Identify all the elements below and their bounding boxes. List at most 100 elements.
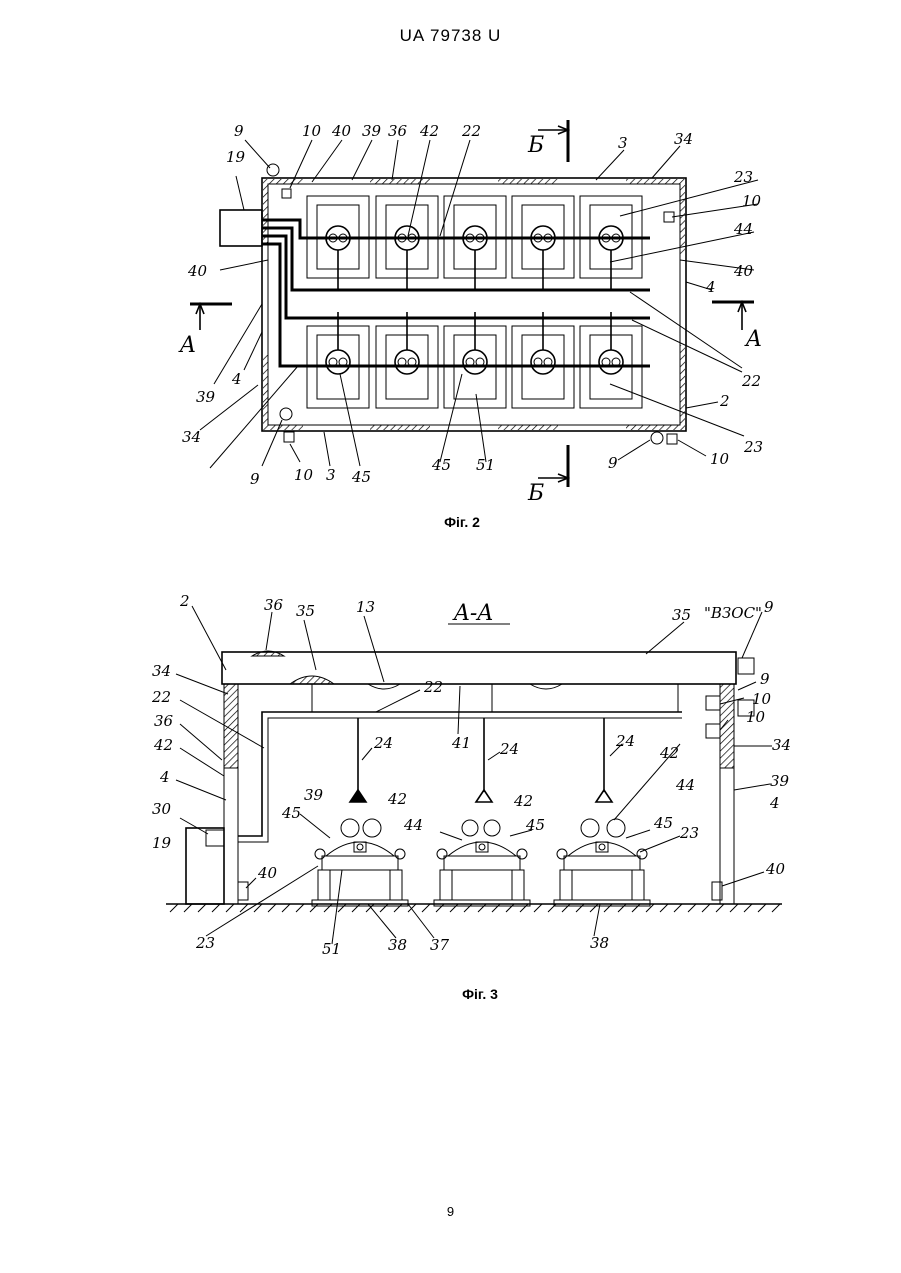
label: 24 [499, 740, 519, 758]
label: 22 [151, 688, 171, 706]
label: 40 [733, 262, 754, 280]
label: 42 [513, 792, 533, 810]
wall-hatch [263, 179, 303, 184]
wall-hatch [263, 355, 268, 425]
wall-hatch [680, 184, 685, 254]
label: 34 [674, 130, 693, 148]
label: 40 [331, 122, 352, 140]
label: 2 [719, 392, 730, 410]
label: 3 [326, 466, 336, 484]
label: 38 [590, 934, 609, 952]
label: 40 [187, 262, 208, 280]
label: 37 [430, 936, 450, 954]
label: 40 [765, 860, 786, 878]
label: 35 [296, 602, 315, 620]
label: 42 [153, 736, 173, 754]
label: 23 [195, 934, 215, 952]
section-marker: Б [527, 481, 544, 506]
label: 9 [760, 670, 770, 688]
label: 34 [772, 736, 791, 754]
label: 51 [476, 456, 495, 474]
label: 38 [388, 936, 407, 954]
label: 41 [451, 734, 471, 752]
wall-hatch [498, 425, 558, 430]
label: 3 [618, 134, 628, 152]
label: 23 [743, 438, 763, 456]
figure-3-caption: Фіг. 3 [380, 986, 580, 1002]
label: 19 [226, 148, 246, 166]
label: 23 [679, 824, 699, 842]
label: 9 [764, 598, 774, 616]
label: 42 [387, 790, 407, 808]
label: 44 [733, 220, 753, 238]
figure-2-caption: Фіг. 2 [362, 514, 562, 530]
label: 45 [653, 814, 673, 832]
label: 4 [769, 794, 780, 812]
leader-lines [176, 606, 772, 944]
label: 23 [733, 168, 753, 186]
label: 39 [362, 122, 382, 140]
label: 51 [322, 940, 341, 958]
quote-label: "ВЗОС" [704, 604, 762, 622]
section-marker: A [744, 327, 762, 352]
label: 35 [672, 606, 691, 624]
label: 39 [770, 772, 790, 790]
unit-19 [186, 828, 224, 904]
figure-3-section: A-A "ВЗОС" 2 36 35 13 35 9 34 22 41 9 10… [151, 592, 791, 958]
label: 9 [608, 454, 618, 472]
label: 36 [154, 712, 174, 730]
label: 4 [231, 370, 242, 388]
label: 42 [419, 122, 439, 140]
label: 39 [196, 388, 216, 406]
label: 34 [152, 662, 171, 680]
label: 44 [403, 816, 423, 834]
label: 10 [742, 192, 762, 210]
wall-hatch [263, 425, 303, 430]
wall-hatch [626, 425, 685, 430]
label: 45 [431, 456, 451, 474]
label: 40 [257, 864, 278, 882]
section-marker: A [178, 333, 196, 358]
bottom-stalls [307, 312, 642, 408]
ceiling-duct [312, 684, 678, 712]
unit-19 [220, 210, 262, 246]
label: 10 [302, 122, 322, 140]
label: 36 [264, 596, 284, 614]
building-inner-wall [268, 184, 680, 425]
label: 24 [373, 734, 393, 752]
wall-hatch [626, 179, 685, 184]
label: 4 [705, 278, 716, 296]
label: 10 [294, 466, 314, 484]
label: 22 [423, 678, 443, 696]
label: 10 [752, 690, 772, 708]
label: 34 [182, 428, 201, 446]
label: 4 [159, 768, 170, 786]
label: 42 [659, 744, 679, 762]
label: 19 [152, 834, 172, 852]
building-outline [262, 178, 686, 431]
figure-2-plan: 9 10 40 39 36 42 22 3 34 19 23 10 44 40 … [178, 120, 763, 506]
label: 45 [525, 816, 545, 834]
figure-3-labels: A-A "ВЗОС" 2 36 35 13 35 9 34 22 41 9 10… [151, 592, 791, 958]
label: 30 [152, 800, 172, 818]
label: 9 [234, 122, 244, 140]
page-number: 9 [0, 1204, 901, 1219]
label: 22 [741, 372, 761, 390]
label: 45 [351, 468, 371, 486]
wall-hatch [370, 425, 430, 430]
pipes-22 [262, 220, 650, 366]
label: 9 [250, 470, 260, 488]
section-title: A-A [452, 601, 493, 626]
machines [312, 819, 650, 906]
label: 2 [179, 592, 190, 610]
top-stalls [307, 196, 642, 290]
label: 10 [710, 450, 730, 468]
label: 44 [675, 776, 695, 794]
label: 10 [746, 708, 766, 726]
section-marker: Б [527, 133, 544, 158]
wall-hatch [498, 179, 558, 184]
label: 36 [388, 122, 408, 140]
label: 13 [356, 598, 375, 616]
label: 22 [461, 122, 481, 140]
